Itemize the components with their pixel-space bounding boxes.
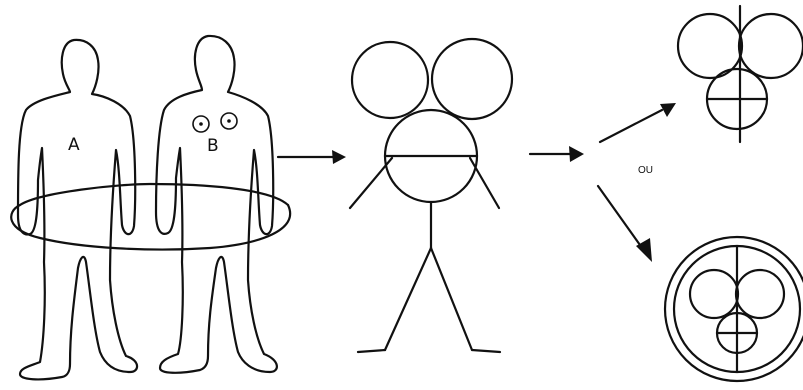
- result-upper-symbol: [678, 6, 803, 142]
- arrow-4: [598, 186, 652, 262]
- arrow-2: [530, 146, 584, 162]
- ring-back: [20, 184, 288, 205]
- figure-a-label: A: [68, 135, 80, 155]
- arrow-1: [278, 150, 346, 164]
- merged-stick-figure: [350, 39, 512, 352]
- eye-symbol-left: [193, 116, 209, 132]
- figure-a: A: [18, 40, 137, 379]
- arrow-3: [600, 103, 676, 142]
- figure-b-label: B: [207, 136, 219, 156]
- or-label: OU: [638, 165, 653, 176]
- figure-b: B: [156, 36, 277, 373]
- eye-symbol-right: [221, 113, 237, 129]
- result-lower-symbol: [665, 237, 803, 381]
